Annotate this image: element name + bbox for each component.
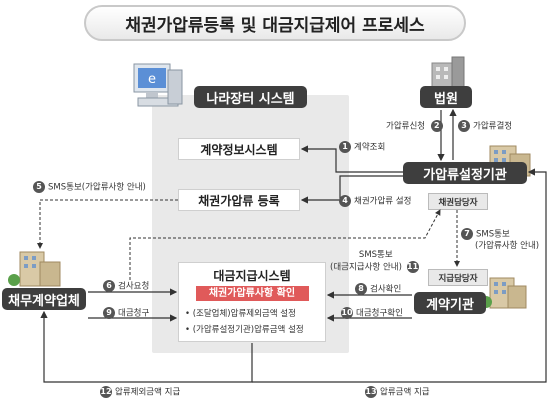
step-12-number: 12 <box>100 386 112 398</box>
seizure-agency-label: 가압류설정기관 <box>403 162 527 184</box>
computer-icon: e <box>133 63 183 107</box>
payment-system-title: 대금지급시스템 <box>213 269 291 283</box>
step-3-number: 3 <box>458 120 470 132</box>
step-8-number: 8 <box>355 283 367 295</box>
step-11-text-2: (대금지급사항 안내) <box>330 262 402 273</box>
step-11-text: SMS통보 <box>358 250 393 260</box>
step-4-number: 4 <box>339 195 351 207</box>
step-7-text-2: (가압류사항 안내) <box>475 240 540 251</box>
step-2-text: 가압류신청 <box>386 121 426 132</box>
step-2-label: 가압류신청 2 <box>386 120 446 133</box>
step-10-text: 대금청구확인 <box>356 308 403 319</box>
svg-text:e: e <box>148 72 156 87</box>
step-5-number: 5 <box>33 181 45 193</box>
step-1-number: 1 <box>339 141 351 153</box>
step-11-label: SMS통보 (대금지급사항 안내) 11 <box>330 250 422 274</box>
bond-officer-label: 채권담당자 <box>428 193 488 210</box>
seizure-registration-box: 채권가압류 등록 <box>178 189 300 211</box>
court-label: 법원 <box>420 86 472 108</box>
debtor-company-building-icon <box>8 251 61 287</box>
step-8-text: 검사확인 <box>370 284 402 295</box>
step-9-number: 9 <box>103 307 115 319</box>
diagram-title: 채권가압류등록 및 대금지급제어 프로세스 <box>84 5 466 41</box>
step-11-number: 11 <box>406 261 419 273</box>
seizure-amount-setting-text: • (가압류설정기관)압류금액 설정 <box>185 325 304 335</box>
step-3-text: 가압류결정 <box>473 121 513 132</box>
step-5-text: SMS통보(가압류사항 안내) <box>48 182 146 193</box>
contract-info-system-box: 계약정보시스템 <box>178 138 300 160</box>
step-1-text: 계약조회 <box>354 142 386 153</box>
step-2-number: 2 <box>430 120 443 132</box>
step-6-text: 검사요청 <box>118 281 150 292</box>
exemption-setting-text: • (조달업체)압류제외금액 설정 <box>185 309 296 319</box>
step-13-number: 13 <box>365 386 377 398</box>
step-9-text: 대금청구 <box>118 308 150 319</box>
debtor-company-label: 채무계약업체 <box>2 288 86 310</box>
step-7-text: SMS통보 <box>476 229 510 240</box>
contract-agency-label: 계약기관 <box>414 292 486 314</box>
step-7-number: 7 <box>461 228 473 240</box>
contract-agency-building-icon <box>480 277 527 309</box>
step-6-number: 6 <box>103 280 115 292</box>
court-building-icon <box>431 56 465 88</box>
payment-system-box: 대금지급시스템 채권가압류사항 확인 • (조달업체)압류제외금액 설정 • (… <box>178 262 326 342</box>
step-10-number: 10 <box>341 307 353 319</box>
step-12-text: 압류제외금액 지급 <box>115 387 181 398</box>
step-4-text: 채권가압류 설정 <box>354 196 412 207</box>
payment-officer-label: 지급담당자 <box>428 269 488 286</box>
step-13-text: 압류금액 지급 <box>380 387 430 398</box>
seizure-check-badge: 채권가압류사항 확인 <box>195 286 309 301</box>
nara-system-label: 나라장터 시스템 <box>194 86 307 108</box>
